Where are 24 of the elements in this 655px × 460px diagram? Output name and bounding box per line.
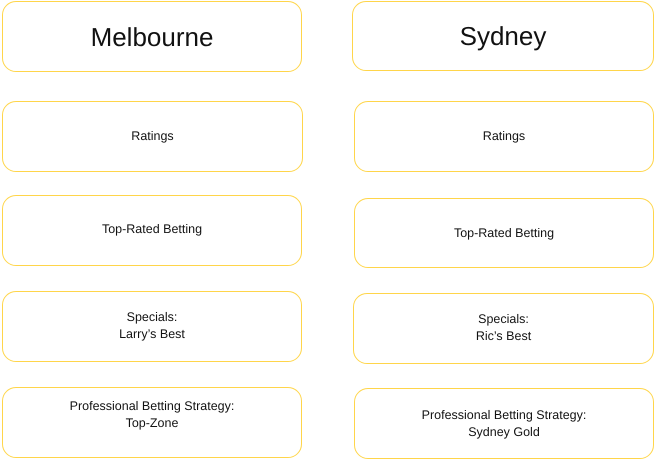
item-text: Top-Zone [126, 414, 178, 432]
heading-box [352, 1, 654, 71]
item-text: Specials: [478, 310, 529, 328]
item-box [354, 388, 654, 459]
item-text: Ratings [131, 128, 174, 145]
item-box [2, 101, 303, 172]
item-text: Professional Betting Strategy: [70, 398, 234, 414]
item-text: Top-Rated Betting [454, 224, 554, 242]
item-text: Specials: [126, 308, 178, 326]
item-box [2, 291, 302, 362]
item-text: Sydney Gold [468, 424, 540, 440]
city-heading: Sydney [460, 21, 546, 51]
item-box [354, 101, 654, 172]
item-box [354, 198, 654, 268]
item-text: Larry’s Best [119, 326, 185, 342]
item-text: Ric’s Best [476, 328, 532, 344]
item-text: Top-Rated Betting [102, 221, 202, 238]
heading-box [2, 1, 302, 72]
item-box [353, 293, 654, 364]
city-heading: Melbourne [90, 22, 214, 52]
item-text: Ratings [482, 128, 526, 145]
item-box [2, 387, 302, 458]
item-box [2, 195, 302, 266]
item-text: Professional Betting Strategy: [422, 406, 586, 424]
